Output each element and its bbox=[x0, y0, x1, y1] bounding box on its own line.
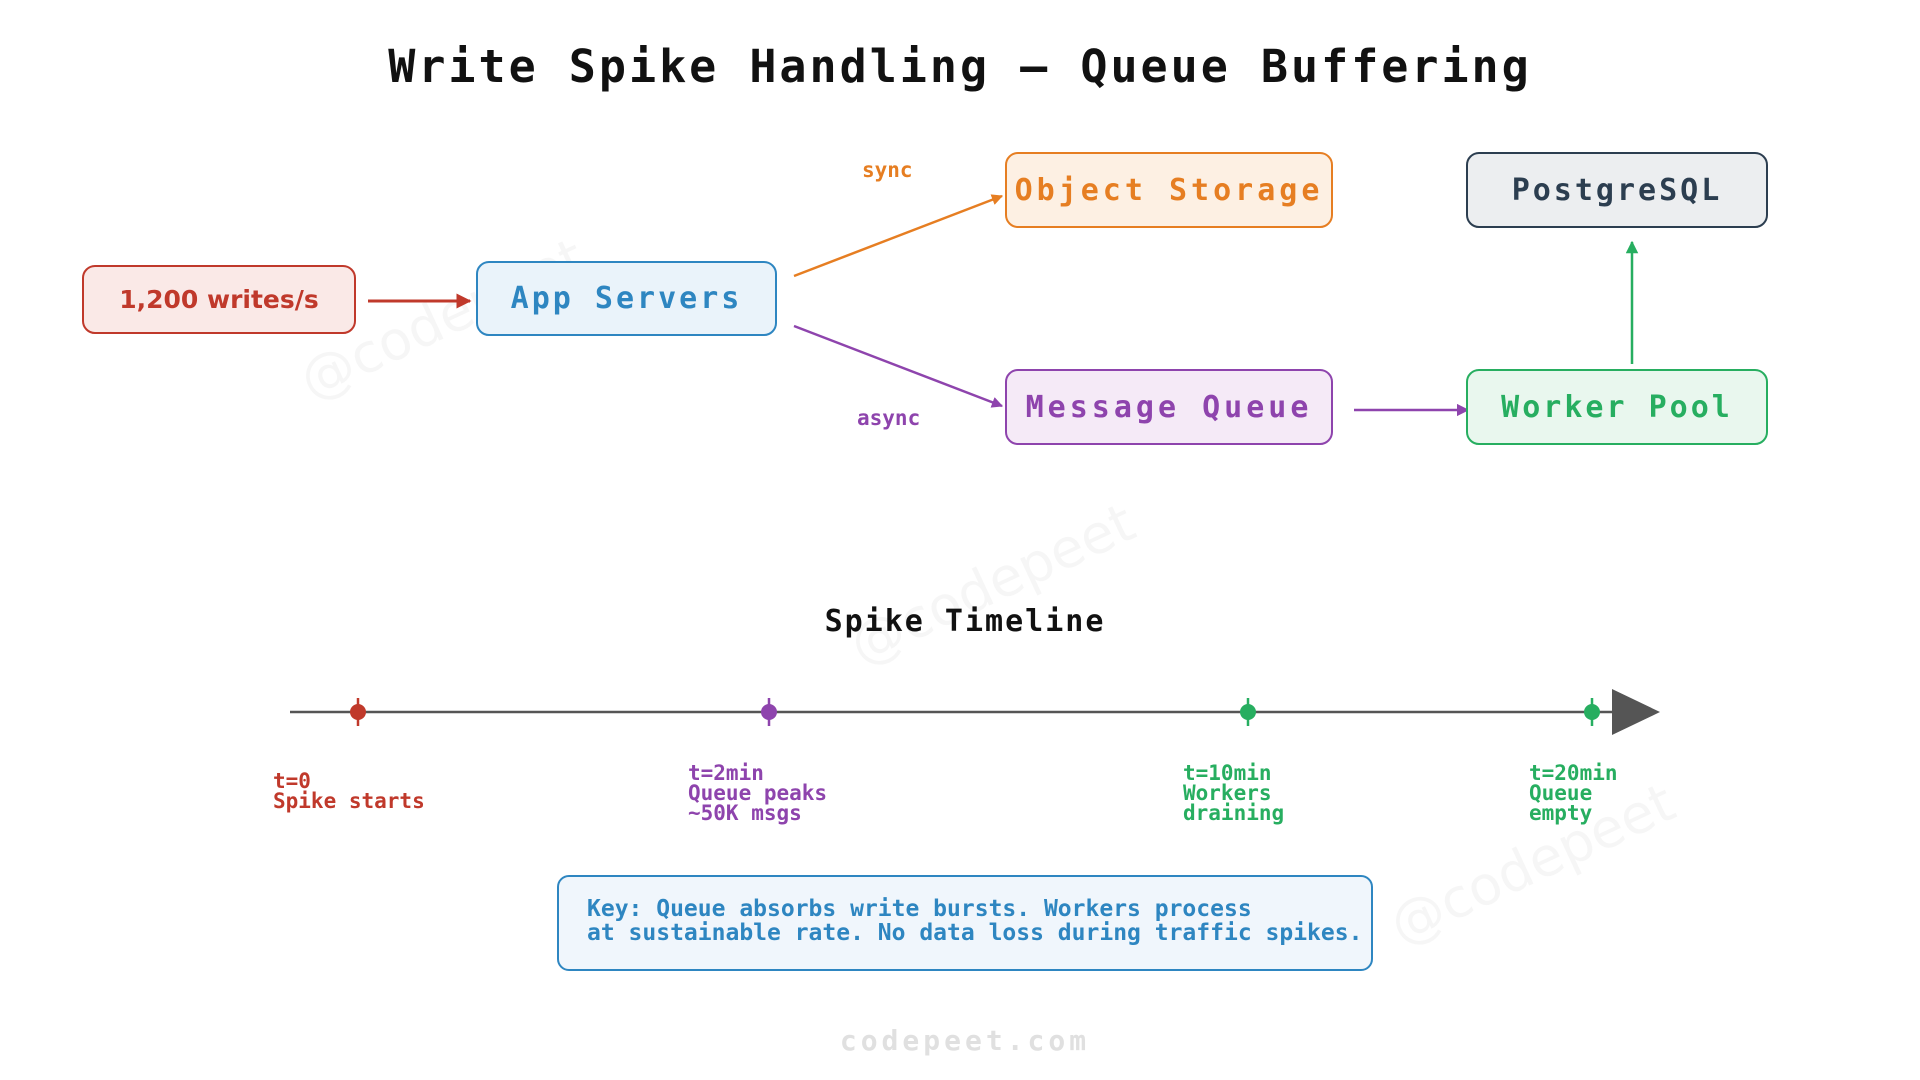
source-node: 1,200 writes/s bbox=[82, 265, 356, 334]
timeline-event-label: t=2min Queue peaks ~50K msgs bbox=[688, 761, 828, 825]
page-title: Write Spike Handling — Queue Buffering bbox=[388, 40, 1532, 93]
timeline-event-label: t=10min Workers draining bbox=[1183, 761, 1285, 825]
timeline-marker-3 bbox=[1584, 698, 1600, 726]
sync-label: sync bbox=[862, 158, 913, 182]
postgresql-node: PostgreSQL bbox=[1466, 152, 1768, 228]
timeline-event-label: t=20min Queue empty bbox=[1529, 761, 1618, 825]
worker-pool-node: Worker Pool bbox=[1466, 369, 1768, 445]
footer-brand: codepeet.com bbox=[839, 1024, 1091, 1057]
async-label: async bbox=[857, 406, 921, 430]
timeline-marker-1 bbox=[761, 698, 777, 726]
timeline-marker-0 bbox=[350, 698, 366, 726]
app-servers-node: App Servers bbox=[476, 261, 777, 336]
object-storage-node: Object Storage bbox=[1005, 152, 1333, 228]
arrow-app-to-queue bbox=[793, 324, 1004, 408]
timeline-title: Spike Timeline bbox=[824, 604, 1106, 639]
timeline-event-label: t=0 Spike starts bbox=[273, 769, 425, 813]
arrow-app-to-storage bbox=[793, 194, 1004, 278]
key-note-box: Key: Queue absorbs write bursts. Workers… bbox=[557, 875, 1373, 971]
timeline-marker-2 bbox=[1240, 698, 1256, 726]
message-queue-node: Message Queue bbox=[1005, 369, 1333, 445]
timeline-arrowhead bbox=[1612, 689, 1660, 735]
